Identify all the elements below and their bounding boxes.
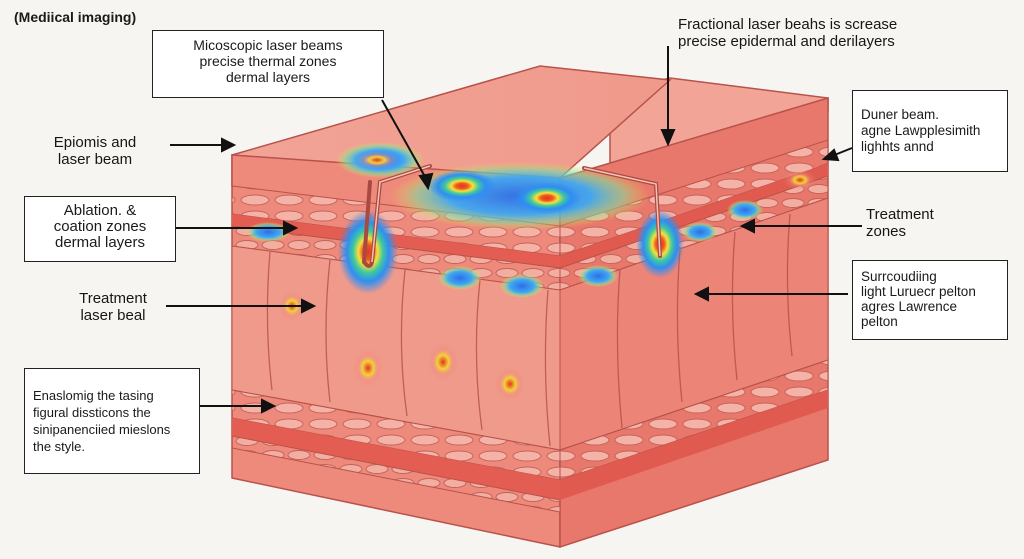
diagram-title: (Mediical imaging): [14, 9, 137, 25]
tissue-columns: [266, 251, 551, 447]
box-bottom-note: Enaslomig the tasing figural dissticons …: [24, 368, 200, 474]
box-surrounding-light: Surrcoudiing light Luruecr pelton agres …: [852, 260, 1008, 340]
label-epidermis: Epiomis and laser beam: [53, 134, 137, 168]
box-duner-beam: Duner beam. agne Lawpplesimith lighhts a…: [852, 90, 1008, 172]
side-band-zone-4: [784, 170, 816, 190]
box-ablation-zones: Ablation. & coation zones dermal layers: [24, 196, 176, 262]
dermal-spot-4: [494, 366, 526, 402]
side-band-zone-3: [727, 200, 763, 220]
front-band-zone-3: [500, 274, 544, 298]
top-heat-spot-3: [355, 151, 399, 169]
annotation-arrows: [166, 46, 862, 414]
label-fractional-laser: Fractional laser beahs is screase precis…: [678, 16, 898, 50]
probe-heat-left: [338, 210, 398, 294]
front-band-zone-2: [438, 266, 482, 290]
box-microscopic-beams: Micoscopic laser beams precise thermal z…: [152, 30, 384, 98]
top-heat-spot-1: [428, 170, 496, 202]
side-tissue-columns: [616, 213, 793, 429]
label-treatment-laser: Treatment laser beal: [79, 290, 147, 324]
side-band-zone-1: [578, 265, 618, 287]
label-treatment-zones: Treatment zones: [866, 206, 934, 240]
dermal-spot-2: [352, 348, 384, 388]
side-band-zone-2: [682, 222, 718, 242]
basal-cell-layer: [231, 435, 561, 513]
laser-probe-left: [361, 164, 432, 268]
side-dermal-band: [560, 164, 828, 268]
top-heat-spot-2: [513, 182, 581, 214]
lower-dermal-band: [232, 418, 560, 500]
dermal-spot-3: [427, 342, 459, 382]
side-lower-band: [560, 390, 828, 500]
